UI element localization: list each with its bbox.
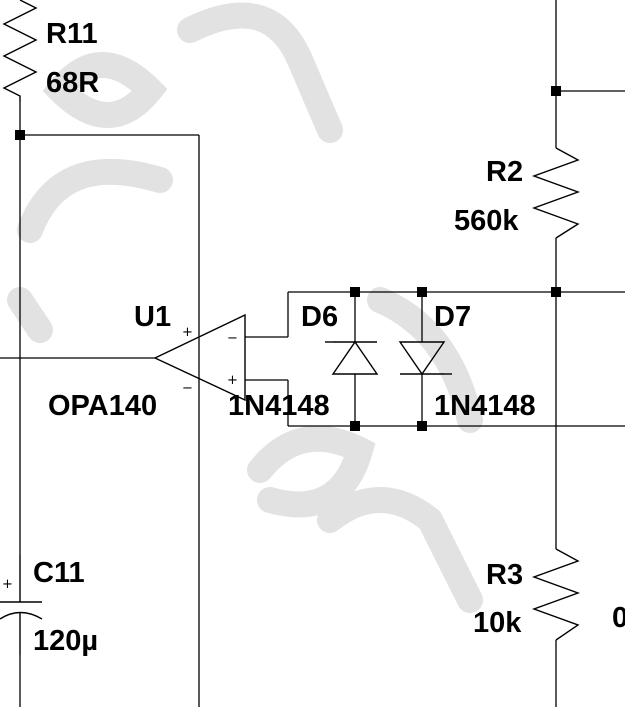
c11-ref: C11: [33, 557, 85, 589]
r3-ref: R3: [486, 559, 523, 591]
r11-ref: R11: [46, 18, 98, 50]
u1-value: OPA140: [48, 390, 157, 422]
u1-pin-plus: +: [182, 325, 193, 340]
u1-input-minus: −: [227, 331, 238, 346]
r2-ref: R2: [486, 156, 523, 188]
c11-value: 120µ: [33, 625, 98, 657]
opamp-u1[interactable]: + − − + U1 OPA140: [48, 301, 246, 422]
resistor-r11[interactable]: R11 68R: [2, 0, 99, 102]
junctions: [15, 86, 561, 431]
d7-value: 1N4148: [434, 390, 536, 422]
r11-value: 68R: [46, 67, 99, 99]
edge-label: 0: [612, 602, 625, 634]
r2-value: 560k: [454, 205, 519, 237]
capacitor-c11[interactable]: + C11 120µ: [0, 555, 98, 657]
watermark: [7, 2, 483, 613]
u1-ref: U1: [134, 301, 171, 333]
d6-value: 1N4148: [228, 390, 330, 422]
d6-ref: D6: [301, 301, 338, 333]
r3-value: 10k: [473, 607, 522, 639]
resistor-r2[interactable]: R2 560k: [454, 147, 581, 239]
u1-pin-minus: −: [182, 381, 193, 396]
diode-d7[interactable]: D7 1N4148: [398, 301, 536, 422]
diode-d6[interactable]: D6 1N4148: [228, 301, 379, 422]
u1-input-plus: +: [227, 373, 238, 388]
c11-polarity: +: [2, 577, 13, 592]
d7-ref: D7: [434, 301, 471, 333]
resistor-r3[interactable]: R3 10k: [473, 548, 581, 641]
